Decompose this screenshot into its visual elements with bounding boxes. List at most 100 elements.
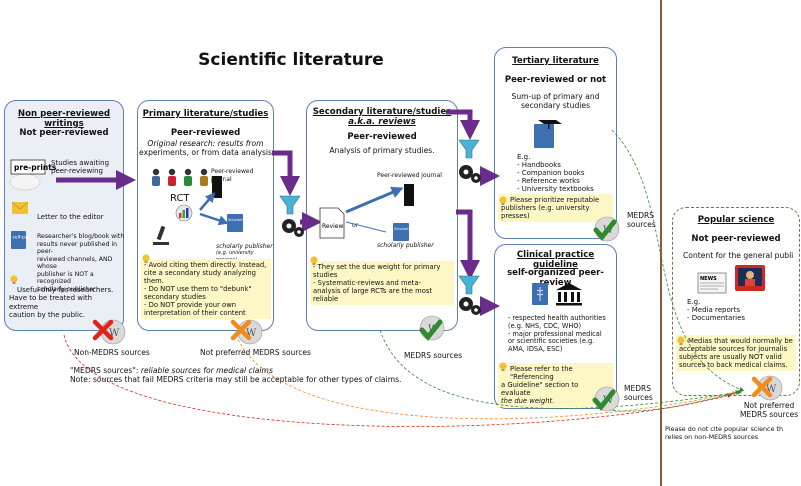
envelope-icon xyxy=(11,201,29,214)
curve-orange xyxy=(235,334,738,420)
chart-icon xyxy=(175,204,193,222)
svg-text:Scholarly pub: Scholarly pub xyxy=(228,218,253,222)
curve-green-tertiary xyxy=(611,129,745,392)
preprints-desc: Studies awaiting peer-reviewing xyxy=(51,159,110,175)
popular-footer: Please do not cite popular science th re… xyxy=(665,425,784,441)
tertiary-desc: Sum-up of primary and secondary studies xyxy=(511,92,600,110)
svg-text:Review: Review xyxy=(322,223,344,230)
panel-title: Tertiary literature xyxy=(512,56,599,66)
svg-text:W: W xyxy=(109,328,120,339)
secondary-desc: Analysis of primary studies. xyxy=(329,146,435,155)
tertiary-note: Please prioritize reputable publishers (… xyxy=(498,194,613,222)
panel-title: Secondary literature/studies xyxy=(312,107,452,117)
orange-x-icon xyxy=(230,319,252,341)
panel-subtitle: Peer-reviewed xyxy=(347,132,417,142)
panel-title: Clinical practice guideline xyxy=(516,250,595,270)
panel-title-aka: a.k.a. reviews xyxy=(348,117,416,127)
list-item: - Documentaries xyxy=(687,314,746,322)
panel-clinical-guideline: Clinical practice guideline self-organiz… xyxy=(494,244,617,409)
list-item: - Companion books xyxy=(517,169,585,177)
panel-title: Popular science xyxy=(697,215,775,225)
gear-icon xyxy=(282,219,304,237)
gear-icon xyxy=(459,297,481,315)
flow-to-journals xyxy=(199,192,229,226)
preprints-doc xyxy=(10,159,46,175)
panel-subtitle: Peer-reviewed or not xyxy=(504,75,607,85)
tv-icon xyxy=(735,265,765,291)
svg-text:NEWS: NEWS xyxy=(700,276,717,282)
or-label: or xyxy=(352,222,359,229)
cloud-icon xyxy=(9,173,41,191)
microscope-icon xyxy=(153,225,169,245)
panel-subtitle: self-organized peer-review xyxy=(507,268,604,288)
list-item: - Media reports xyxy=(687,306,741,314)
list-item: - respected health authorities xyxy=(508,314,606,322)
lightbulb-icon xyxy=(499,196,507,205)
secondary-note: - They set the due weight for primary st… xyxy=(310,261,454,305)
arrow-secondary-to-funnel-top xyxy=(446,109,480,140)
green-check-icon xyxy=(593,219,617,241)
green-check-icon xyxy=(592,389,616,411)
tertiary-examples: E.g. - Handbooks - Companion books - Ref… xyxy=(517,153,594,193)
scholar-label: scholarly publisher xyxy=(377,242,434,249)
popular-examples: E.g. - Media reports - Documentaries xyxy=(687,298,746,322)
lightbulb-icon xyxy=(677,336,685,345)
svg-text:W: W xyxy=(246,328,257,339)
temple-icon xyxy=(556,283,582,306)
svg-text:self-pub: self-pub xyxy=(13,235,31,241)
primary-desc: Original research: results from experime… xyxy=(139,139,272,157)
curve-green-clinical xyxy=(597,390,741,412)
journal-book-icon: Journal xyxy=(404,184,419,206)
dashed-curves xyxy=(63,129,745,427)
flow-arrows xyxy=(56,109,500,316)
journal-book-icon: Journal xyxy=(212,176,227,198)
green-check-icon xyxy=(419,319,443,341)
list-item: - Reference works xyxy=(517,177,580,185)
panel-subtitle: Not peer-reviewed xyxy=(19,128,109,138)
scholarly-book-icon: Scholarly pub xyxy=(393,223,419,241)
panel-title: Primary literature/studies xyxy=(142,109,269,119)
panel-popular-science: Popular science Not peer-reviewed Conten… xyxy=(672,207,800,396)
lightbulb-icon xyxy=(142,254,150,263)
svg-text:Journal: Journal xyxy=(223,178,227,191)
panel-secondary-literature: Secondary literature/studies a.k.a. revi… xyxy=(306,100,458,331)
lightbulb-icon xyxy=(10,275,18,284)
panel-subtitle: Not peer-reviewed xyxy=(691,234,781,244)
vertical-divider xyxy=(660,0,662,486)
list-item: - Handbooks xyxy=(517,161,561,169)
lightbulb-icon xyxy=(310,256,318,265)
letter-label: Letter to the editor xyxy=(37,213,104,221)
lightbulb-icon xyxy=(499,362,507,371)
panel-tertiary-literature: Tertiary literature Peer-reviewed or not… xyxy=(494,47,617,239)
arrow-primary-to-funnel xyxy=(272,150,300,196)
popular-desc: Content for the general publi xyxy=(683,251,794,260)
medical-book-icon xyxy=(532,283,548,305)
svg-text:Journal: Journal xyxy=(415,186,419,199)
rct-label: RCT xyxy=(170,193,190,204)
svg-text:W: W xyxy=(766,384,777,395)
book-icon xyxy=(534,120,562,148)
list-item: (e.g. NHS, CDC, WHO) xyxy=(508,321,582,330)
badge-caption-non-medrs: Non-MEDRS sources xyxy=(74,348,150,357)
popular-note: Medias that would normally be acceptable… xyxy=(676,335,796,371)
badge-caption-not-preferred: Not preferred MEDRS sources xyxy=(200,348,311,357)
panel-title: Non peer-reviewed writings xyxy=(17,109,111,129)
list-item: - major professional medical xyxy=(508,329,602,338)
selfpub-book-icon: self-pub xyxy=(11,231,31,249)
review-doc-icon: Review xyxy=(319,207,345,239)
selfpub-desc: Researcher's blog/book with results neve… xyxy=(37,233,125,293)
flow-to-journals xyxy=(345,186,404,233)
list-item: or scientific societies (e.g. xyxy=(508,337,595,346)
journal-label: Peer-reviewed journal xyxy=(377,172,442,179)
orange-x-icon xyxy=(751,376,773,398)
footnote: "MEDRS sources": reliable sources for me… xyxy=(70,366,402,384)
researchers-icon xyxy=(152,168,208,186)
clinical-list: - respected health authorities (e.g. NHS… xyxy=(508,314,606,354)
page-title: Scientific literature xyxy=(198,50,384,70)
badge-caption-medrs: MEDRS sources xyxy=(404,351,463,360)
arrow-secondary-to-funnel-bottom xyxy=(456,209,480,280)
